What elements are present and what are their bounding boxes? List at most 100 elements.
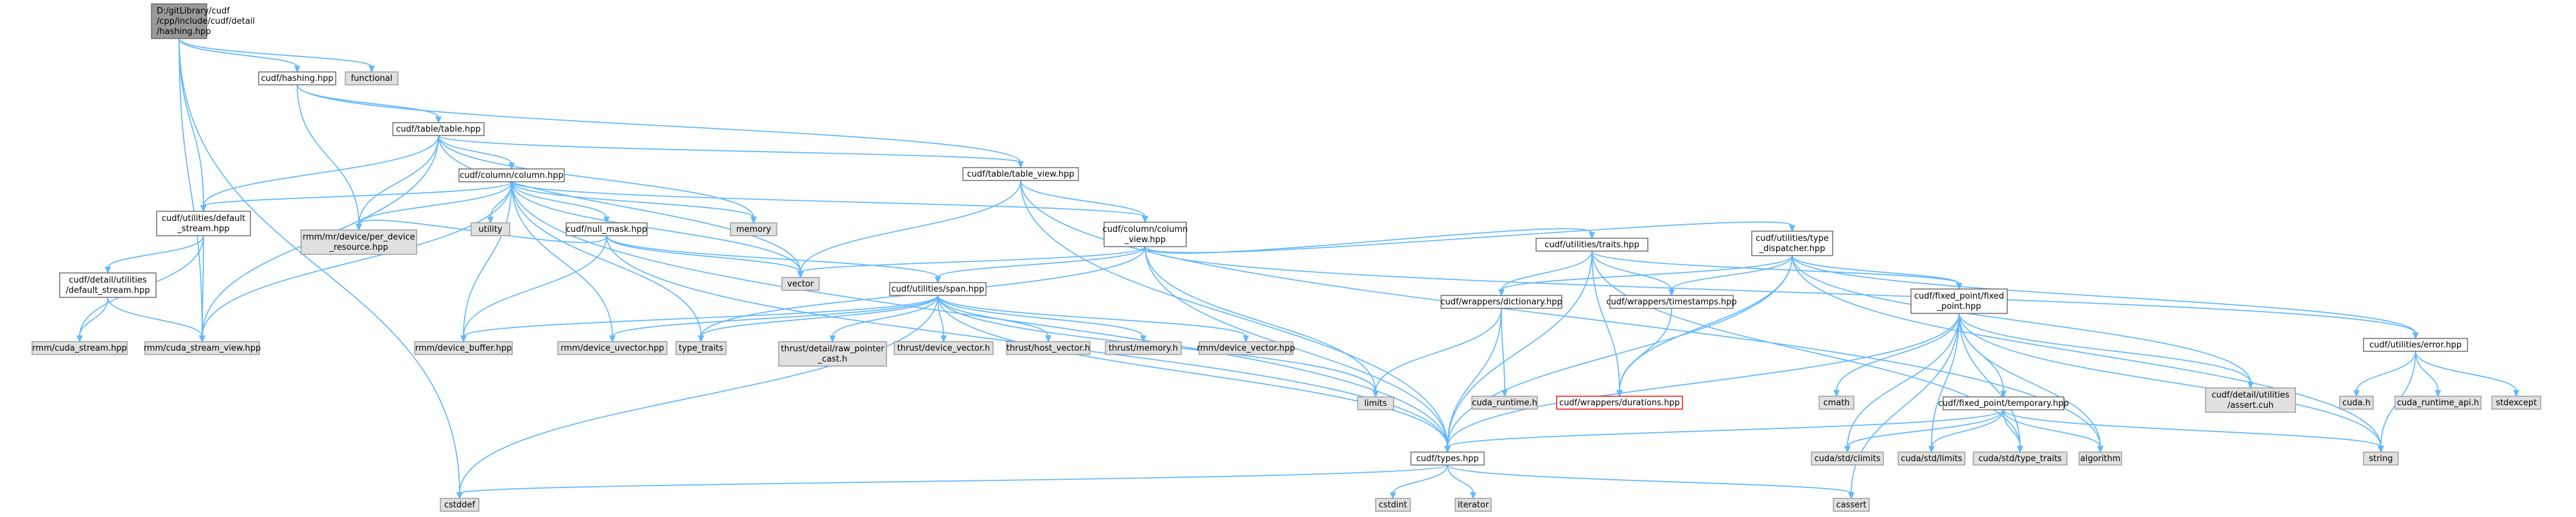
node-box (1471, 396, 1538, 410)
edge-column-to-type-traits (511, 181, 704, 343)
node-fixed-point[interactable]: cudf/fixed_point/fixed_point.hpp (1910, 288, 2008, 314)
node-cuda-stream: rmm/cuda_stream.hpp (31, 341, 128, 355)
edge-hashing-to-per-device (297, 84, 362, 231)
node-box (730, 222, 777, 236)
arrowhead (750, 216, 757, 224)
node-error[interactable]: cudf/utilities/error.hpp (2363, 338, 2468, 352)
node-detail-default-stream[interactable]: cudf/detail/utilities/default_stream.hpp (59, 272, 157, 298)
node-algorithm: algorithm (2079, 451, 2122, 466)
arrowhead (1470, 492, 1476, 500)
node-label: /default_stream.hpp (65, 286, 150, 295)
node-label: D:/gitLibrary/cudf (157, 6, 230, 16)
node-iterator: iterator (1455, 498, 1492, 512)
node-label: functional (351, 74, 393, 83)
node-box (2205, 387, 2296, 413)
node-functional: functional (345, 71, 399, 85)
edge-column-view-to-error (1145, 246, 2419, 340)
edge-column-view-to-traits (1145, 228, 1595, 254)
node-label: cuda/std/limits (1901, 454, 1962, 464)
edge-type-dispatcher-to-error (1792, 255, 2419, 340)
node-label: cudf/column/column (1103, 225, 1188, 234)
node-label: cudf/utilities/error.hpp (2369, 340, 2462, 350)
edge-table-to-table-view (438, 135, 1024, 169)
node-box (778, 341, 887, 367)
node-label: cstddef (444, 500, 476, 510)
node-traits[interactable]: cudf/utilities/traits.hpp (1535, 238, 1648, 252)
edge-types-to-iterator (1447, 464, 1476, 500)
node-label: cstdint (1379, 500, 1407, 510)
node-temporary[interactable]: cudf/fixed_point/temporary.hpp (1938, 396, 2069, 410)
edge-traits-to-fixed-point (1591, 250, 1962, 290)
node-label: _cast.h (817, 355, 847, 364)
node-default-stream[interactable]: cudf/utilities/default_stream.hpp (156, 211, 251, 236)
node-label: cudf/wrappers/durations.hpp (1559, 398, 1680, 408)
node-label: rmm/cuda_stream.hpp (32, 344, 126, 353)
arrowhead (105, 267, 111, 274)
node-box (1103, 222, 1187, 247)
node-thrust-device-vector: thrust/device_vector.h (894, 341, 994, 355)
node-box (1105, 341, 1182, 355)
edge-column-view-to-vector (797, 246, 1146, 279)
arrowhead (2000, 390, 2007, 398)
arrowhead (76, 335, 83, 343)
arrowhead (294, 66, 300, 73)
node-dictionary[interactable]: cudf/wrappers/dictionary.hpp (1440, 295, 1562, 309)
arrowhead (1668, 289, 1675, 297)
node-label: /cpp/include/cudf/detail (157, 17, 255, 26)
node-span[interactable]: cudf/utilities/span.hpp (889, 282, 987, 296)
node-table-view[interactable]: cudf/table/table_view.hpp (962, 167, 1079, 181)
node-table[interactable]: cudf/table/table.hpp (392, 122, 485, 136)
node-timestamps[interactable]: cudf/wrappers/timestamps.hpp (1606, 295, 1737, 309)
node-hashing[interactable]: cudf/hashing.hpp (258, 71, 336, 85)
node-box (471, 222, 510, 236)
node-label: cudf/wrappers/timestamps.hpp (1606, 297, 1736, 307)
node-label: rmm/device_vector.hpp (1197, 344, 1295, 353)
edge-root-to-cstddef (178, 38, 463, 500)
node-box (2339, 396, 2374, 410)
node-box (1455, 498, 1492, 512)
node-types[interactable]: cudf/types.hpp (1410, 451, 1485, 466)
arrowhead (609, 335, 616, 343)
node-label: cudf/table/table_view.hpp (967, 170, 1075, 179)
edge-dictionary-to-cuda-runtime (1501, 308, 1508, 398)
node-label: cassert (1836, 500, 1866, 510)
node-stdexcept: stdexcept (2491, 396, 2541, 410)
edge-detail-default-stream-to-cuda-stream-view (107, 297, 205, 343)
arrowhead (2353, 390, 2360, 398)
node-cuda-stream-view: rmm/cuda_stream_view.hpp (144, 341, 261, 355)
node-label: cudf/utilities/traits.hpp (1544, 240, 1639, 250)
node-box (566, 222, 648, 236)
node-column-view[interactable]: cudf/column/column_view.hpp (1103, 222, 1188, 247)
node-limits: limits (1357, 396, 1394, 410)
edge-traits-to-types (1444, 250, 1593, 453)
node-label: limits (1364, 399, 1387, 408)
node-type-traits: type_traits (675, 341, 727, 355)
node-column[interactable]: cudf/column/column.hpp (458, 168, 565, 182)
node-label: rmm/mr/device/per_device (302, 232, 415, 242)
node-null-mask[interactable]: cudf/null_mask.hpp (566, 222, 648, 236)
node-cstddef: cstddef (440, 498, 480, 512)
arrowhead (1243, 335, 1249, 343)
node-label: cudf/detail/utilities (2211, 390, 2289, 400)
node-type-dispatcher[interactable]: cudf/utilities/type_dispatcher.hpp (1751, 231, 1833, 256)
node-durations[interactable]: cudf/wrappers/durations.hpp (1556, 396, 1683, 410)
arrowhead (460, 335, 467, 343)
node-label: stdexcept (2496, 398, 2537, 408)
edge-temporary-to-climits (1844, 409, 2004, 453)
node-box (2491, 396, 2541, 410)
edge-column-view-to-type-dispatcher (1145, 221, 1795, 254)
node-label: cudf/null_mask.hpp (566, 225, 648, 234)
arrowhead (1142, 216, 1148, 223)
node-label: type_traits (679, 344, 723, 353)
node-label: cuda_runtime.h (1472, 398, 1537, 408)
node-box (345, 71, 399, 85)
edge-span-to-thrust-device-vector (937, 295, 947, 343)
arrowhead (2097, 446, 2104, 453)
node-label: /assert.cuh (2227, 401, 2274, 410)
arrowhead (1390, 492, 1396, 500)
arrowhead (1372, 390, 1379, 398)
edge-null-mask-to-span (606, 235, 941, 284)
node-box (1833, 498, 1870, 512)
edge-traits-to-dictionary (1498, 250, 1593, 297)
node-label: cmath (1823, 398, 1849, 408)
